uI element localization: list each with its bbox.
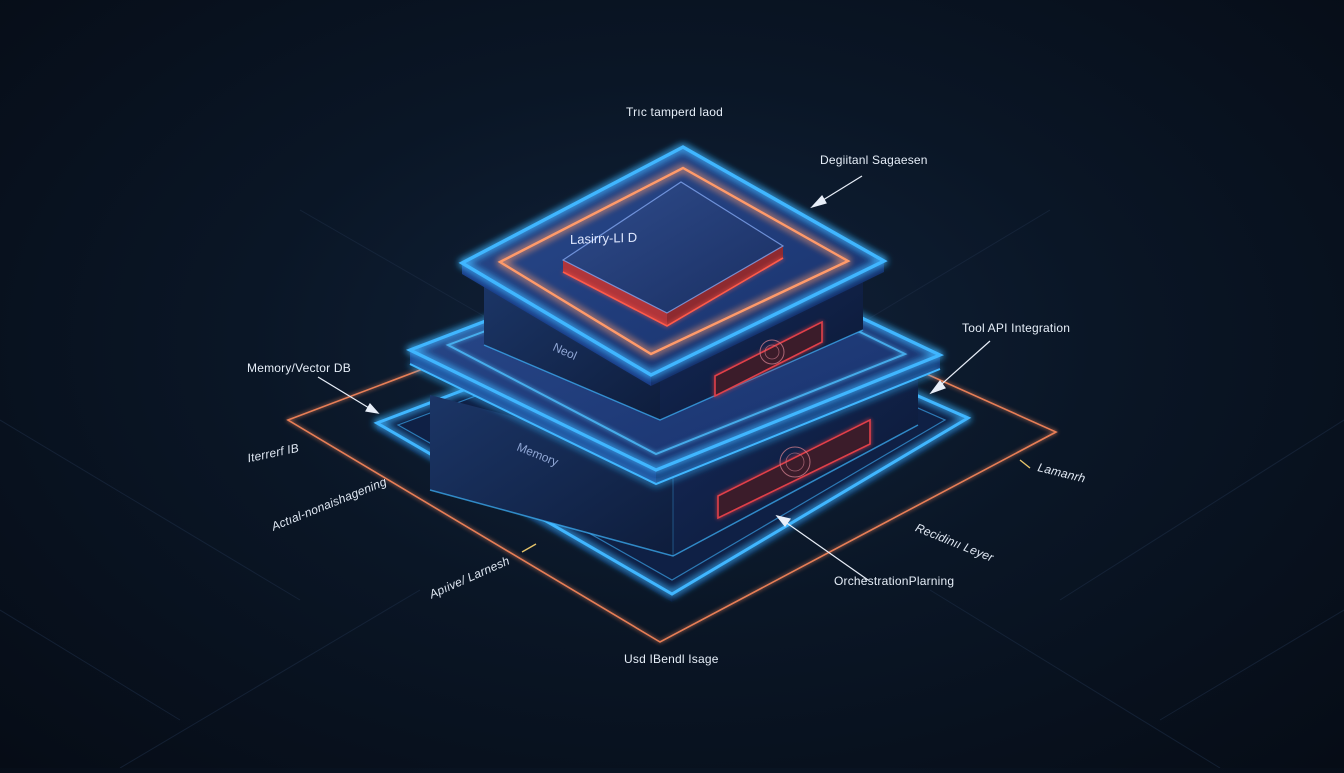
core-chip	[561, 181, 785, 327]
label-tool-api: Tool API Integration	[962, 321, 1071, 335]
tick-marks	[521, 459, 1031, 553]
label-orchestration: OrchestrationPlarning	[834, 574, 955, 588]
label-top: Trıc tamperd laod	[626, 105, 723, 119]
core-label: Lasirry-LI D	[570, 230, 637, 247]
callout-arrows	[317, 175, 991, 581]
arrow-memory-vector	[317, 376, 375, 412]
badge-lower	[717, 418, 871, 520]
arrow-orchestration	[780, 518, 869, 581]
label-degiitanl: Degiitanl Sagaesen	[820, 153, 928, 167]
label-bottom: Usd IBendl Isage	[624, 652, 719, 666]
badge-upper	[714, 320, 823, 398]
background-grid	[0, 209, 1344, 769]
arrow-tool-api	[934, 340, 991, 391]
label-memory-vector: Memory/Vector DB	[247, 361, 351, 375]
